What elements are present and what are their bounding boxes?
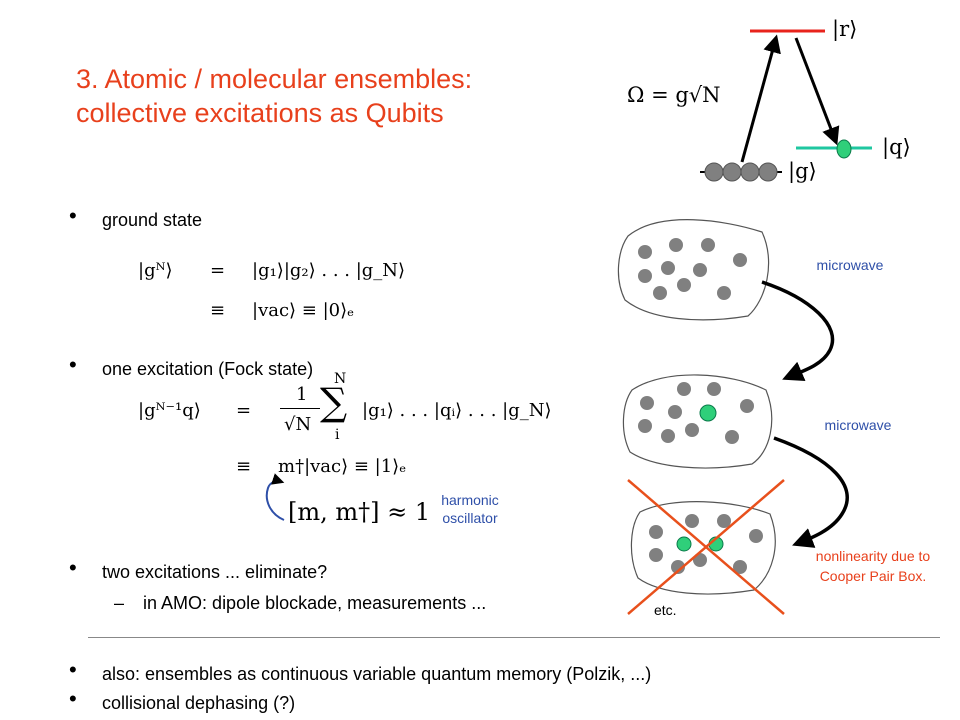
nonlinearity-label: nonlinearity due to Cooper Pair Box. xyxy=(815,548,931,584)
microwave-arrow-2 xyxy=(773,436,849,548)
bullet-dot: • xyxy=(69,352,77,377)
state-g-label: |g⟩ xyxy=(788,159,817,183)
eq-one-equiv: ≡ xyxy=(236,456,252,477)
title-line-2: collective excitations as Qubits xyxy=(76,98,444,128)
eq-one-rhs: |g₁⟩ . . . |qᵢ⟩ . . . |g_N⟩ xyxy=(362,400,552,421)
omega-equation: Ω = g√N xyxy=(627,83,721,107)
state-r-label: |r⟩ xyxy=(832,17,858,41)
bullet-ground-state: • ground state xyxy=(69,203,203,231)
eq-ground-equiv: ≡ xyxy=(210,300,226,321)
title-line-1: 3. Atomic / molecular ensembles: xyxy=(76,64,473,94)
eq-one-frac-bar xyxy=(280,408,320,409)
bullet-one-excitation: • one excitation (Fock state) xyxy=(69,352,314,380)
eq-commutator: [m, m†] ≈ 1 xyxy=(288,498,431,526)
microwave-label-1: microwave xyxy=(816,257,884,273)
slide-title: 3. Atomic / molecular ensembles: collect… xyxy=(76,62,596,130)
bullet-also: • also: ensembles as continuous variable… xyxy=(69,657,652,685)
eq-one-frac-den: √N xyxy=(284,414,312,435)
cross-line-2 xyxy=(627,479,785,615)
ensemble-2-excited-atom xyxy=(699,404,717,422)
etc-label: etc. xyxy=(654,602,677,618)
ensemble-3-excited-atom-1 xyxy=(676,536,692,552)
ground-atoms xyxy=(704,162,778,182)
microwave-arrow-1 xyxy=(761,280,835,382)
excitation-arrow xyxy=(740,34,781,163)
eq-ground-equals: = xyxy=(210,260,226,281)
eq-ground-rhs: |g₁⟩|g₂⟩ . . . |g_N⟩ xyxy=(252,260,406,281)
decay-arrow xyxy=(794,37,840,146)
state-q-label: |q⟩ xyxy=(882,135,911,159)
bullet-dot: • xyxy=(69,203,77,228)
eq-ground-rhs2: |vac⟩ ≡ |0⟩ₑ xyxy=(252,300,355,321)
eq-one-rhs2: m†|vac⟩ ≡ |1⟩ₑ xyxy=(278,456,407,477)
ensemble-2-atoms xyxy=(638,382,754,444)
separator-line xyxy=(88,637,940,638)
eq-one-sum-top: N xyxy=(334,371,347,387)
microwave-label-2: microwave xyxy=(824,417,892,433)
excited-atom-q xyxy=(836,139,852,159)
ensemble-1-atoms xyxy=(638,238,747,300)
bullet-dot: • xyxy=(69,657,77,682)
eq-one-sum: ∑ xyxy=(320,380,348,424)
eq-one-frac-num: 1 xyxy=(296,384,308,405)
sub-bullet-amo: – in AMO: dipole blockade, measurements … xyxy=(114,593,487,613)
bullet-two-excitations: • two excitations ... eliminate? xyxy=(69,555,328,583)
ensemble-3-atoms xyxy=(649,514,763,574)
ensemble-2-outline xyxy=(622,374,773,469)
harmonic-oscillator-label: harmonic oscillator xyxy=(441,492,499,526)
eq-one-equals: = xyxy=(236,400,252,421)
bullet-collisional: • collisional dephasing (?) xyxy=(69,686,296,714)
bullet-dot: • xyxy=(69,555,77,580)
eq-one-lhs: |gᴺ⁻¹q⟩ xyxy=(138,400,201,421)
eq-ground-lhs: |gᴺ⟩ xyxy=(138,260,173,281)
harmonic-arrow xyxy=(265,473,285,521)
bullet-dot: • xyxy=(69,686,77,711)
eq-one-sum-bottom: i xyxy=(335,427,340,443)
